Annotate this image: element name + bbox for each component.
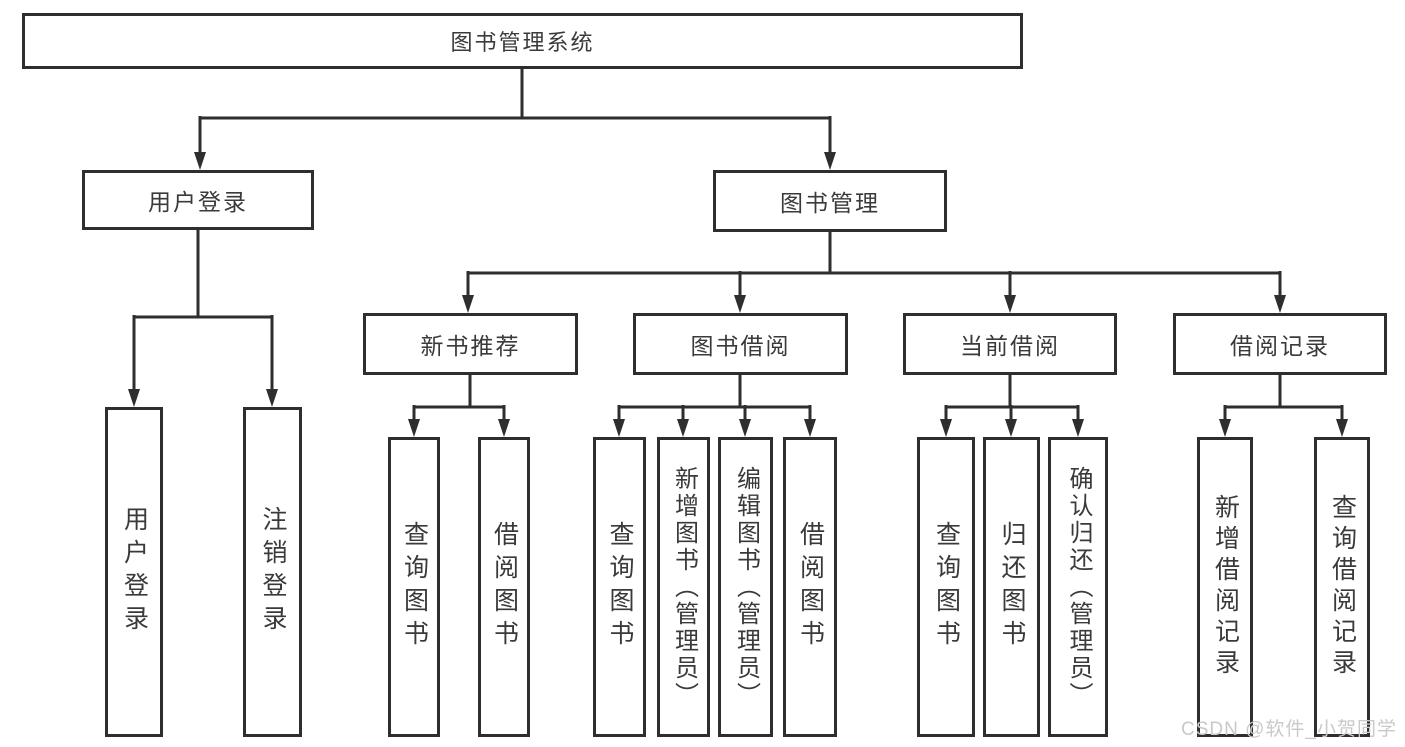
node-current-borrow-label: 当前借阅 <box>960 333 1060 359</box>
leaf-label: 归还图书 <box>998 521 1026 653</box>
leaf-label: 确认归还（管理员） <box>1065 465 1092 709</box>
leaf-book-borrow-borrow: 借阅图书 <box>783 437 837 737</box>
node-user-login: 用户登录 <box>82 170 314 230</box>
leaf-new-books-borrow: 借阅图书 <box>478 437 530 737</box>
leaf-user-login-login: 用户登录 <box>105 407 163 737</box>
connector-new-books <box>414 375 504 409</box>
node-current-borrow: 当前借阅 <box>903 313 1117 375</box>
leaf-label: 查询图书 <box>932 521 961 653</box>
node-root: 图书管理系统 <box>22 13 1023 69</box>
leaf-user-login-logout: 注销登录 <box>243 407 302 737</box>
leaf-current-borrow-confirm: 确认归还（管理员） <box>1048 437 1108 737</box>
leaf-borrow-records-search: 查询借阅记录 <box>1314 437 1370 737</box>
leaf-new-books-search: 查询图书 <box>388 437 440 737</box>
node-book-borrow-label: 图书借阅 <box>690 333 791 359</box>
leaf-label: 查询图书 <box>400 521 429 653</box>
leaf-label: 新增图书（管理员） <box>670 465 698 709</box>
connector-current-borrow <box>946 375 1078 409</box>
node-book-mgmt-label: 图书管理 <box>780 190 880 216</box>
leaf-current-borrow-search: 查询图书 <box>917 437 975 737</box>
csdn-watermark: CSDN @软件_小贺同学 <box>1181 719 1397 740</box>
leaf-borrow-records-add: 新增借阅记录 <box>1197 437 1253 737</box>
leaf-label: 查询借阅记录 <box>1328 494 1357 680</box>
leaf-book-borrow-search: 查询图书 <box>593 437 646 737</box>
leaf-label: 借阅图书 <box>796 521 825 653</box>
leaf-label: 借阅图书 <box>490 521 519 653</box>
node-user-login-label: 用户登录 <box>148 189 248 215</box>
node-borrow-records: 借阅记录 <box>1173 313 1387 375</box>
node-borrow-records-label: 借阅记录 <box>1230 333 1330 359</box>
node-root-label: 图书管理系统 <box>450 30 595 55</box>
leaf-label: 编辑图书（管理员） <box>732 465 760 709</box>
connector-user-login <box>134 230 272 319</box>
leaf-book-borrow-add: 新增图书（管理员） <box>657 437 710 737</box>
connector-book-mgmt <box>468 232 1280 275</box>
connector-book-borrow <box>619 375 810 409</box>
leaf-label: 用户登录 <box>120 506 149 638</box>
connector-borrow-records <box>1225 375 1342 409</box>
leaf-book-borrow-edit: 编辑图书（管理员） <box>718 437 773 737</box>
connector-root <box>200 69 830 120</box>
node-book-mgmt: 图书管理 <box>713 170 947 232</box>
leaf-label: 查询图书 <box>606 521 634 653</box>
leaf-current-borrow-return: 归还图书 <box>983 437 1040 737</box>
node-new-books-label: 新书推荐 <box>420 333 521 359</box>
leaf-label: 注销登录 <box>259 506 287 638</box>
leaf-label: 新增借阅记录 <box>1211 494 1240 680</box>
node-new-books: 新书推荐 <box>363 313 578 375</box>
node-book-borrow: 图书借阅 <box>633 313 848 375</box>
